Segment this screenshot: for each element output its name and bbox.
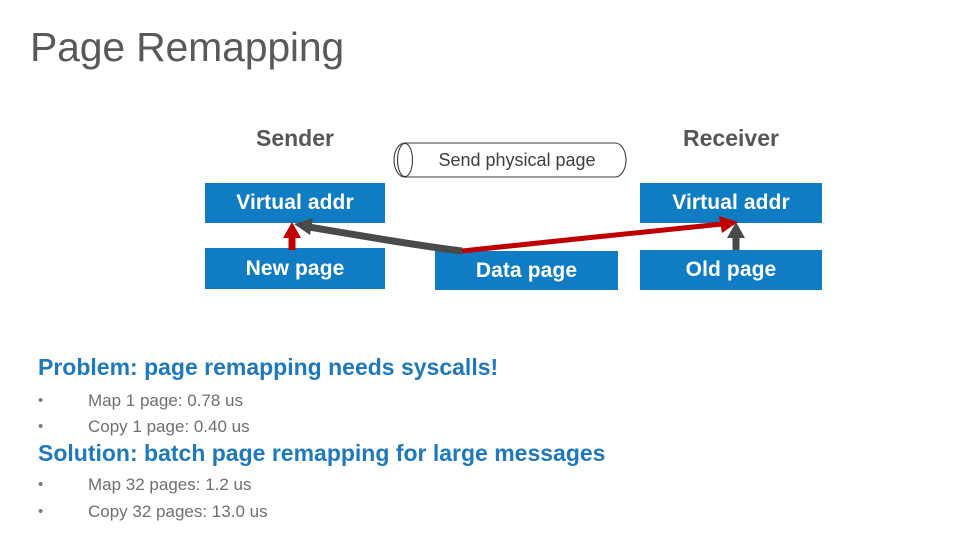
problem-bullet-text: Copy 1 page: 0.40 us — [88, 417, 250, 436]
box-new-page[interactable]: New page — [205, 248, 385, 289]
cylinder-shape-icon — [393, 142, 627, 178]
solution-heading: Solution: batch page remapping for large… — [38, 440, 606, 466]
box-virtual-addr-receiver[interactable]: Virtual addr — [640, 183, 822, 223]
send-physical-page-cylinder: Send physical page — [392, 142, 628, 178]
solution-bullet-text: Copy 32 pages: 13.0 us — [88, 502, 268, 521]
bullet-dot-icon: • — [38, 392, 44, 409]
receiver-label: Receiver — [683, 125, 779, 151]
solution-bullet-item: • Map 32 pages: 1.2 us — [38, 473, 638, 496]
problem-bullet-item: • Copy 1 page: 0.40 us — [38, 415, 638, 438]
problem-bullet-item: • Map 1 page: 0.78 us — [38, 389, 638, 412]
arrow-old-page-to-virtual-addr — [727, 222, 745, 250]
solution-bullet-text: Map 32 pages: 1.2 us — [88, 475, 252, 494]
box-data-page[interactable]: Data page — [435, 251, 618, 290]
page-title: Page Remapping — [30, 24, 345, 70]
message-label: Send physical page — [438, 149, 596, 170]
problem-heading: Problem: page remapping needs syscalls! — [38, 354, 499, 380]
sender-label: Sender — [256, 125, 334, 151]
problem-bullet-text: Map 1 page: 0.78 us — [88, 391, 244, 410]
bullet-dot-icon: • — [38, 418, 44, 435]
box-old-page[interactable]: Old page — [640, 250, 822, 290]
bullet-dot-icon: • — [38, 503, 44, 520]
arrow-new-page-to-virtual-addr — [283, 222, 301, 250]
box-virtual-addr-sender[interactable]: Virtual addr — [205, 183, 385, 223]
solution-bullet-item: • Copy 32 pages: 13.0 us — [38, 500, 638, 523]
bullet-dot-icon: • — [38, 476, 44, 493]
